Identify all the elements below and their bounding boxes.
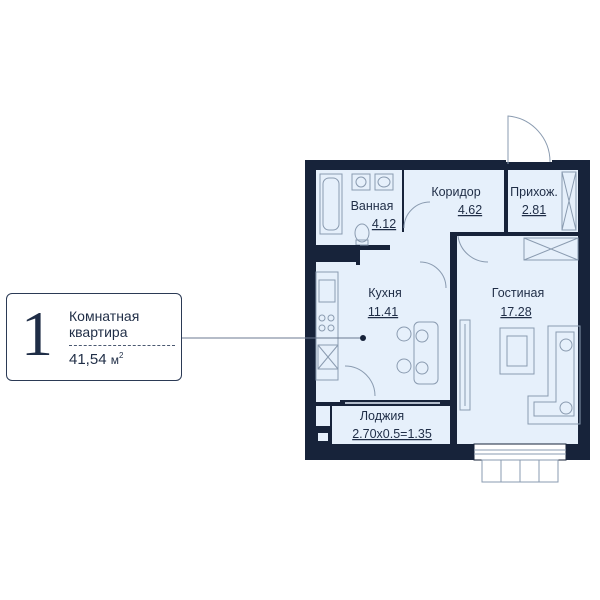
sink-icon [374, 173, 394, 191]
kitchen-counter-icon [315, 271, 339, 381]
hallway-area: 2.81 [522, 203, 546, 217]
entrance-opening [506, 152, 552, 162]
loggia-floor [332, 406, 450, 444]
coffee-table-icon [499, 327, 535, 375]
living-wardrobe-icon [523, 237, 579, 261]
bathroom-name: Ванная [351, 199, 394, 213]
total-area-value: 41,54 [69, 351, 107, 368]
kitchen-door-icon [419, 261, 447, 289]
rooms-label-line2: квартира [69, 324, 128, 340]
hallway-floor [508, 170, 578, 232]
kitchen-sink-icon [318, 279, 336, 303]
entrance-door-icon [507, 115, 551, 164]
loggia-pillar-gap [318, 433, 328, 441]
loggia-name: Лоджия [360, 409, 404, 423]
kitchen-floor [316, 262, 450, 402]
bathroom-floor [316, 170, 402, 245]
chair-icon [396, 326, 412, 342]
corridor-floor [404, 170, 504, 232]
dining-table-icon [413, 321, 439, 385]
wardrobe-icon [561, 171, 577, 231]
loggia-side-floor [316, 406, 330, 426]
sofa-icon [527, 325, 581, 425]
living-area: 17.28 [500, 305, 531, 319]
card-divider [69, 345, 175, 346]
pointer-dot [360, 335, 366, 341]
kitchen-name: Кухня [368, 286, 401, 300]
loggia-door-icon [344, 365, 376, 397]
bathroom-door-icon [403, 201, 431, 229]
fridge-icon [317, 344, 339, 370]
hallway-name: Прихож. [510, 185, 558, 199]
bathroom-area: 4.12 [372, 217, 396, 231]
rooms-label-line1: Комнатная [69, 308, 140, 324]
kitchen-area: 11.41 [368, 305, 398, 319]
living-door-icon [457, 235, 489, 263]
area-unit-power: 2 [118, 351, 124, 360]
living-name: Гостиная [492, 286, 544, 300]
corridor-area: 4.62 [458, 203, 482, 217]
toilet-icon [354, 223, 370, 243]
total-area: 41,54 м2 [69, 351, 123, 368]
living-kitchen-wall [450, 232, 457, 444]
loggia-area: 2.70x0.5=1.35 [352, 427, 432, 441]
corridor-name: Коридор [431, 185, 480, 199]
stove-icon [318, 314, 326, 322]
chair-icon [396, 358, 412, 374]
bathtub-icon [319, 173, 343, 235]
living-window [473, 443, 567, 461]
living-room-floor [457, 236, 578, 444]
rooms-number: 1 [21, 298, 53, 369]
washing-machine-icon [351, 173, 371, 191]
tv-stand-icon [459, 319, 471, 411]
apartment-info-card: 1 Комнатная квартира 41,54 м2 [6, 293, 182, 381]
area-unit: м [110, 353, 119, 367]
kitchen-floor-top [360, 250, 450, 264]
